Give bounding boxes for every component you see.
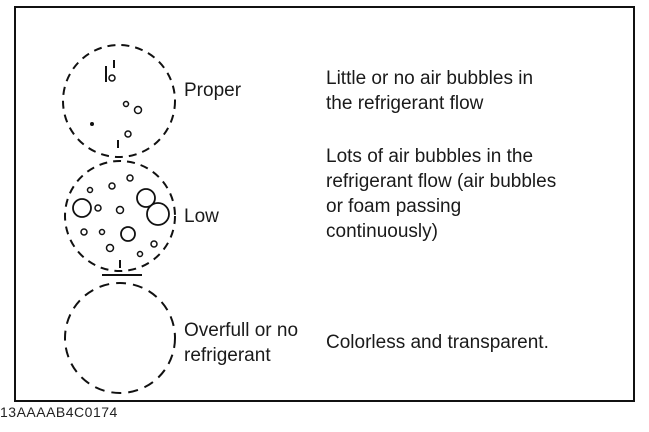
condition-label-proper: Proper [184, 80, 242, 101]
description-line: Colorless and transparent. [326, 332, 549, 353]
description-proper: Little or no air bubbles in the refriger… [326, 66, 533, 116]
description-line: Little or no air bubbles in [326, 68, 534, 89]
condition-line: refrigerant [184, 345, 271, 366]
condition-label-overfull: Overfull or no refrigerant [184, 318, 298, 368]
description-line: Lots of air bubbles in the [326, 146, 534, 167]
description-overfull: Colorless and transparent. [326, 330, 549, 355]
description-line: refrigerant flow (air bubbles [326, 171, 557, 192]
description-line: continuously) [326, 221, 438, 242]
description-line: or foam passing [326, 196, 462, 217]
sight-glass-proper-icon [62, 44, 176, 158]
sight-glass-overfull-icon [64, 282, 176, 394]
condition-line: Overfull or no [184, 320, 299, 341]
sight-glass-low-icon [64, 160, 176, 272]
description-low: Lots of air bubbles in the refrigerant f… [326, 144, 556, 244]
condition-label-low: Low [184, 206, 219, 227]
description-line: the refrigerant flow [326, 93, 484, 114]
figure-code: 13AAAAB4C0174 [0, 404, 118, 420]
diagram-frame: Proper Little or no air bubbles in the r… [14, 6, 635, 402]
divider-line [102, 274, 142, 276]
